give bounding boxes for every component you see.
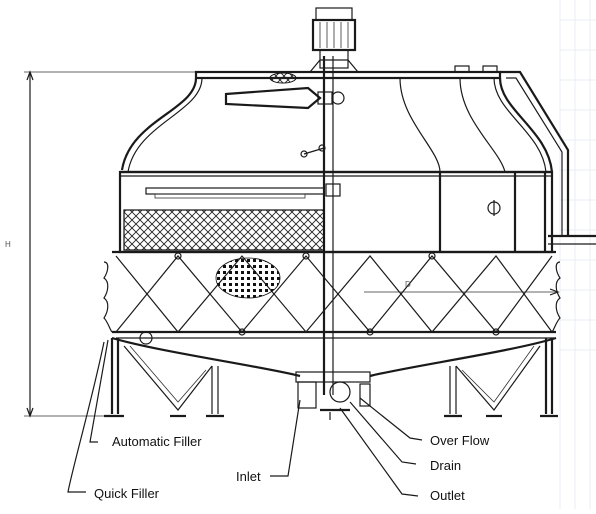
hood-casing — [120, 77, 554, 173]
background-grid — [559, 0, 596, 509]
basin — [103, 250, 561, 345]
automatic-filler-label: Automatic Filler — [112, 434, 202, 449]
leader-lines — [67, 339, 423, 497]
inlet-label: Inlet — [236, 469, 261, 484]
drain-label: Drain — [430, 458, 461, 473]
height-dimension: H — [5, 70, 195, 418]
side-pipe — [500, 70, 596, 245]
over-flow-label: Over Flow — [430, 433, 490, 448]
height-label: H — [5, 240, 11, 249]
bottom-cone — [111, 336, 557, 420]
fan-blade — [224, 86, 345, 110]
motor — [309, 7, 359, 73]
tower-body — [118, 144, 554, 254]
quick-filler-label: Quick Filler — [94, 486, 160, 501]
legs — [104, 338, 558, 418]
central-pipe — [322, 56, 334, 395]
top-deck — [194, 65, 502, 84]
outlet-label: Outlet — [430, 488, 465, 503]
diameter-dimension: D — [364, 280, 560, 296]
diameter-label: D — [405, 280, 411, 289]
